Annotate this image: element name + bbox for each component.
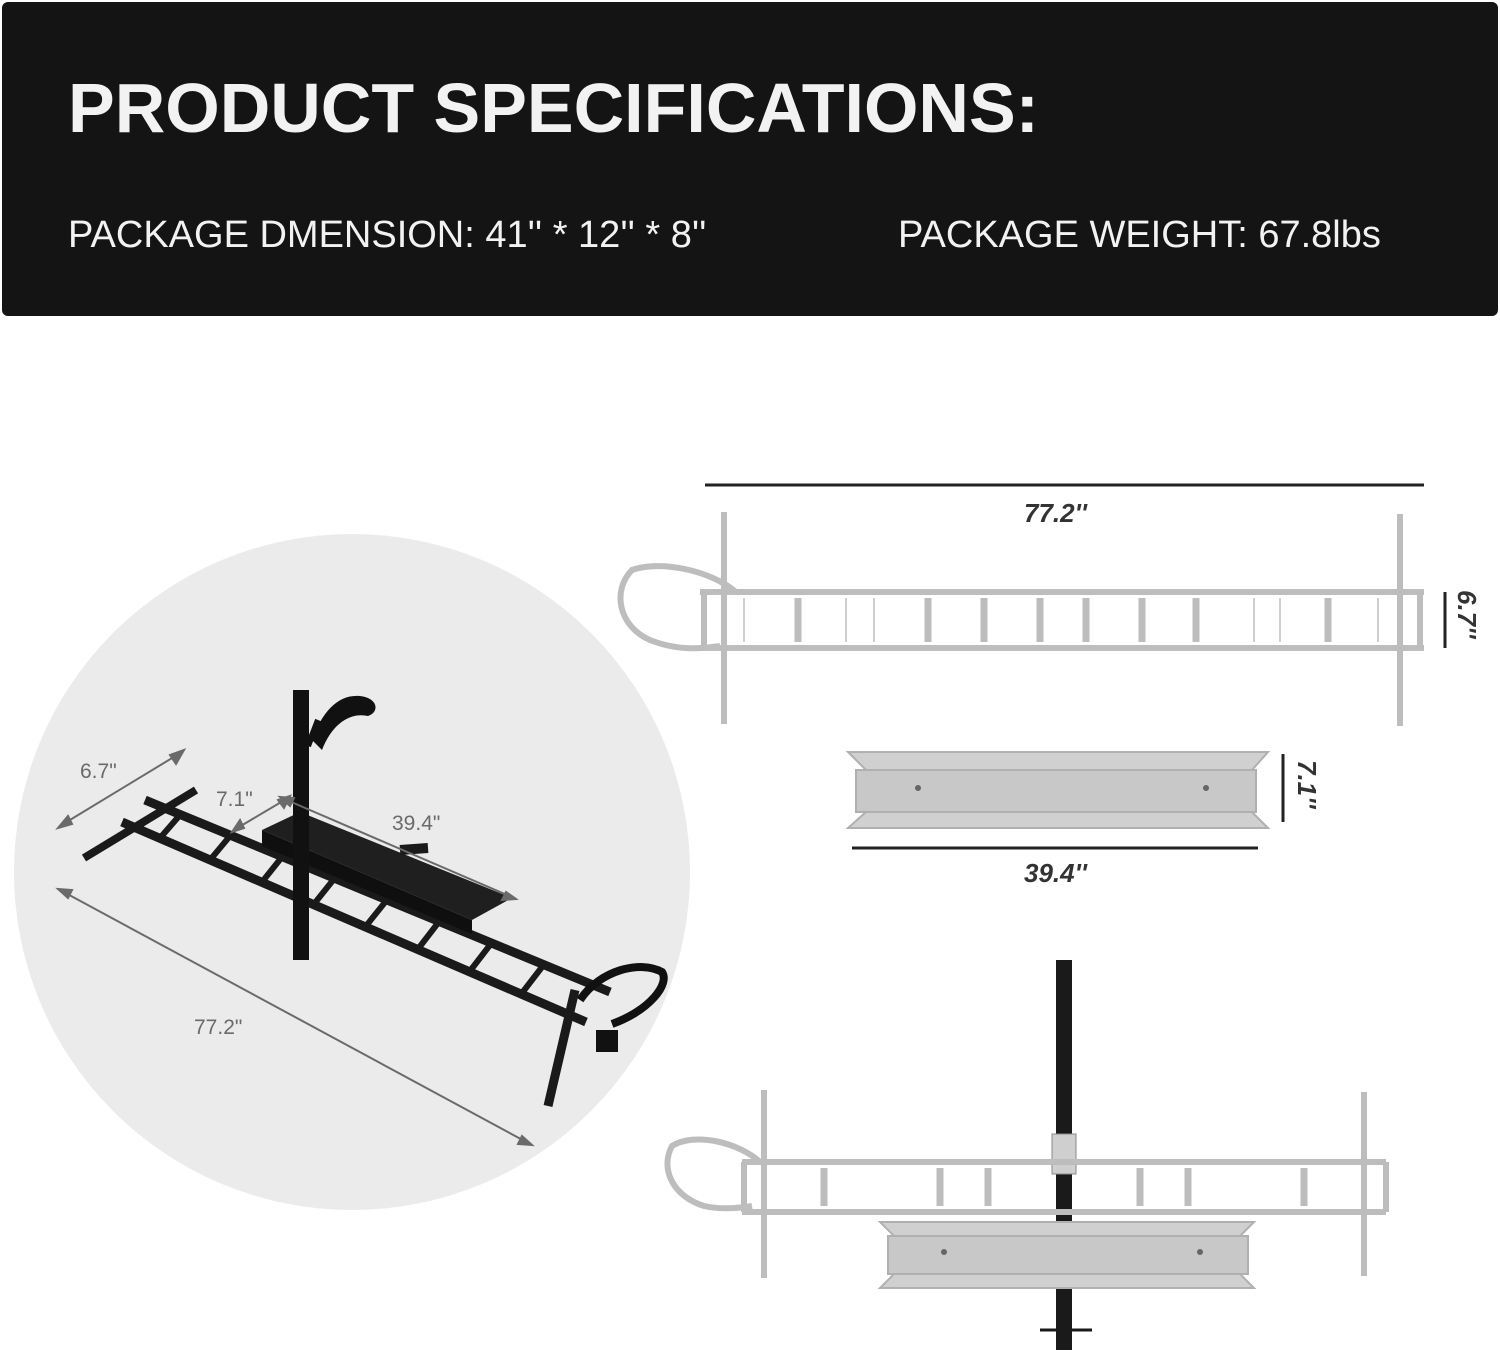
assembled-drawing: [664, 960, 1389, 1350]
photo-platform-width-label: 7.1": [216, 788, 253, 811]
platform-drawing: [845, 751, 1285, 850]
platform-height-label: 7.1'': [1292, 760, 1322, 809]
photo-platform-length-label: 39.4": [392, 812, 440, 835]
top-length-label: 77.2'': [1024, 498, 1088, 528]
package-dimension: PACKAGE DMENSION: 41'' * 12'' * 8'': [68, 214, 707, 256]
banner-title: PRODUCT SPECIFICATIONS:: [68, 69, 1039, 147]
top-view-drawing: [617, 483, 1447, 726]
photo-width-label: 6.7": [80, 760, 117, 783]
top-width-label: 6.7'': [1452, 590, 1482, 639]
package-weight: PACKAGE WEIGHT: 67.8lbs: [898, 214, 1381, 256]
spec-banner: PRODUCT SPECIFICATIONS: PACKAGE DMENSION…: [2, 2, 1498, 316]
rack-photo: [81, 690, 668, 1108]
photo-dimension-arrows: [55, 748, 535, 1147]
photo-length-label: 77.2": [194, 1016, 242, 1039]
platform-length-label: 39.4'': [1024, 858, 1088, 888]
